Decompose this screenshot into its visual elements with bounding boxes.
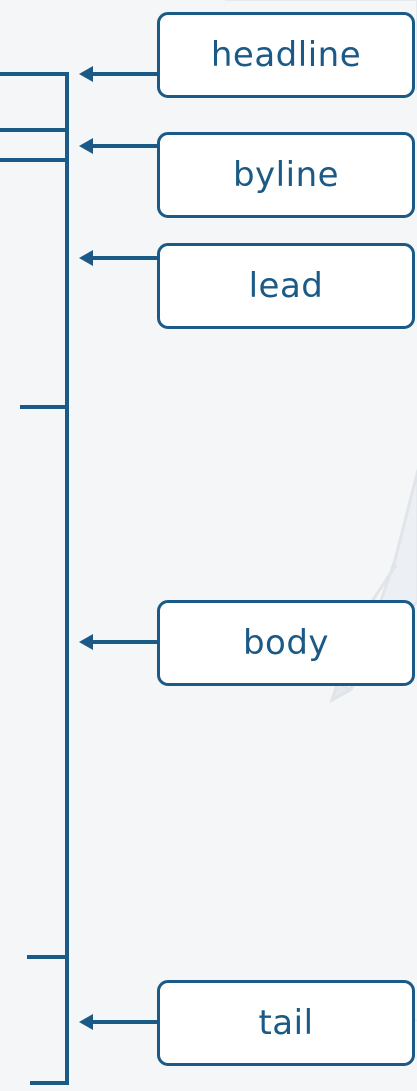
byline-label: byline	[232, 155, 340, 195]
arrow-left-icon	[79, 66, 93, 82]
headline-label-box: headline	[157, 12, 415, 98]
arrow-left-icon	[79, 1014, 93, 1030]
arrow-left-icon	[79, 634, 93, 650]
headline-label: headline	[210, 35, 362, 75]
lead-label: lead	[248, 266, 324, 306]
body-label: body	[242, 623, 330, 663]
tail-label-box: tail	[157, 980, 415, 1066]
byline-label-box: byline	[157, 132, 415, 218]
arrow-left-icon	[79, 138, 93, 154]
arrow-left-icon	[79, 250, 93, 266]
tail-label: tail	[258, 1003, 314, 1043]
body-label-box: body	[157, 600, 415, 686]
lead-label-box: lead	[157, 243, 415, 329]
